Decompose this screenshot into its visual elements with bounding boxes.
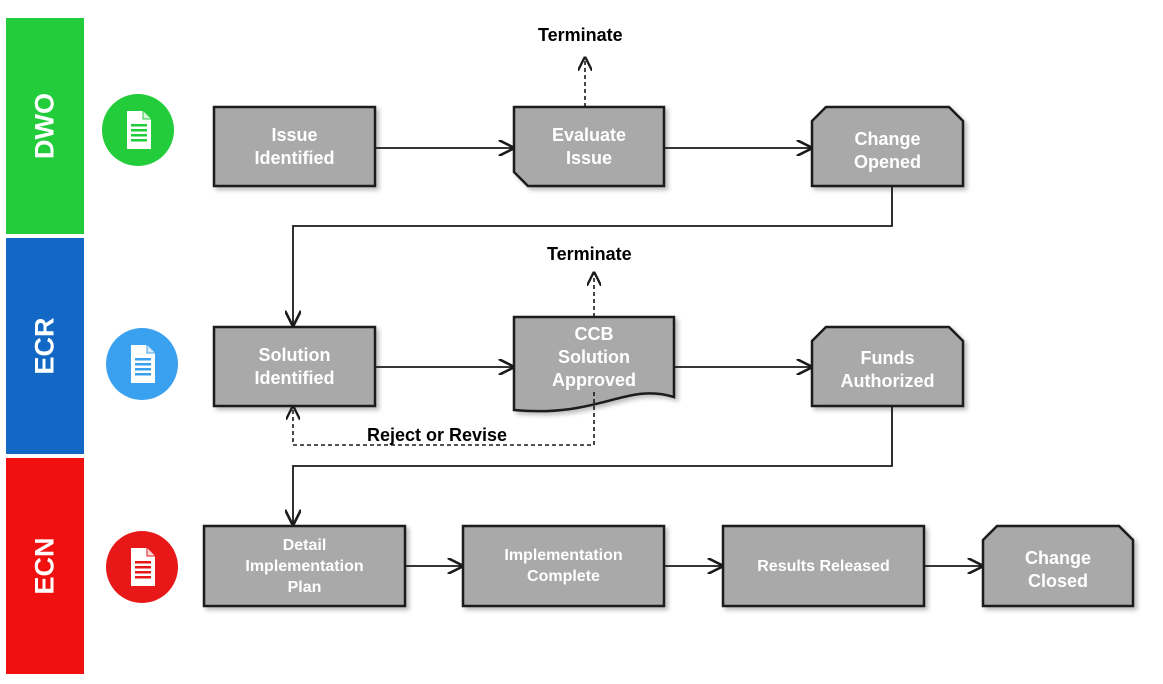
document-icon [106,531,178,603]
terminate-label-ecr: Terminate [547,244,632,264]
node-ccb-solution-approved [512,315,676,413]
document-icon [106,328,178,400]
node-results-released [721,524,926,608]
edge-reject-or-revise [293,392,595,446]
document-icon [102,94,174,166]
node-solution-identified [212,325,377,408]
node-implementation-complete [461,524,666,608]
node-detail-implementation-plan [202,524,407,608]
node-issue-identified [212,105,377,188]
node-change-closed [981,524,1135,608]
terminate-label-dwo: Terminate [538,25,623,45]
node-funds-authorized [810,325,965,408]
edge-funds-to-detail-plan [293,406,893,524]
edge-change-opened-to-solution [293,186,893,325]
reject-or-revise-label: Reject or Revise [367,425,508,445]
lane-dwo: DWO [6,18,84,234]
lane-ecr: ECR [6,238,84,454]
lane-ecn: ECN [6,458,84,674]
node-evaluate-issue [512,105,666,188]
node-change-opened [810,105,965,188]
